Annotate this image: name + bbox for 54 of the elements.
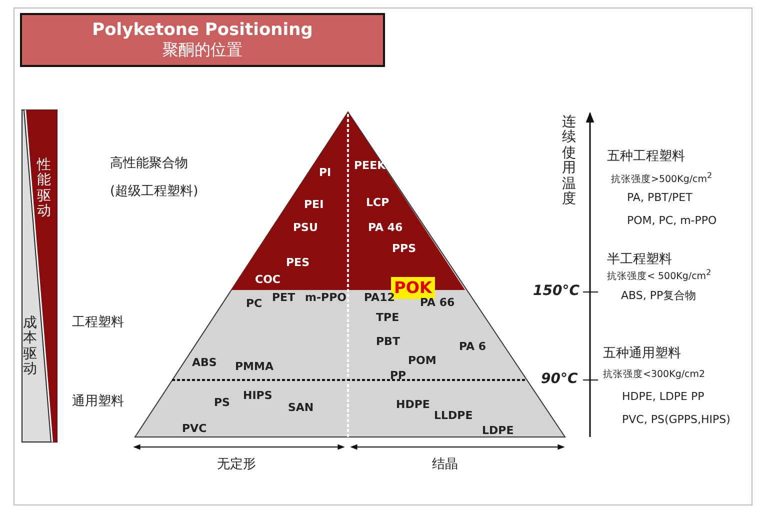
tick-label: 90°C bbox=[541, 372, 578, 388]
material-label: PEI bbox=[304, 199, 324, 212]
group-heading: 半工程塑料 bbox=[607, 253, 672, 268]
material-label: PA 46 bbox=[368, 222, 403, 234]
material-label: PA 66 bbox=[420, 297, 455, 310]
material-label: PBT bbox=[376, 336, 400, 348]
axis-title: 性能驱动 bbox=[37, 158, 51, 220]
material-label: TPE bbox=[376, 312, 400, 324]
highlight-label: POK bbox=[394, 278, 432, 298]
material-label: LCP bbox=[366, 197, 390, 210]
material-list: HDPE, LDPE PP bbox=[622, 391, 704, 404]
strength-note: 抗张强度>500Kg/cm$^{2}$ bbox=[611, 172, 712, 186]
material-label: PPS bbox=[392, 243, 416, 256]
axis-label: 结晶 bbox=[432, 458, 458, 472]
material-label: LDPE bbox=[482, 425, 514, 438]
material-label: PMMA bbox=[235, 361, 274, 374]
material-label: PC bbox=[246, 298, 262, 310]
axis-title: 成本驱动 bbox=[23, 316, 37, 378]
material-label: PVC bbox=[182, 423, 207, 436]
material-list: POM, PC, m-PPO bbox=[627, 215, 717, 228]
material-label: PI bbox=[319, 167, 332, 180]
material-list: PA, PBT/PET bbox=[627, 192, 692, 204]
material-label: PSU bbox=[293, 222, 318, 234]
material-label: HIPS bbox=[243, 390, 272, 402]
axis-label: 无定形 bbox=[217, 458, 256, 472]
title-text: Polyketone Positioning bbox=[92, 21, 313, 41]
material-label: PES bbox=[286, 257, 310, 270]
group-heading: 五种通用塑料 bbox=[603, 347, 681, 362]
axis-title: 连续使用温度 bbox=[562, 115, 576, 208]
material-label: m-PPO bbox=[305, 292, 347, 304]
material-label: PEEK bbox=[354, 160, 386, 172]
material-label: PA 6 bbox=[459, 341, 486, 354]
material-label: HDPE bbox=[396, 399, 430, 412]
material-label: COC bbox=[255, 274, 280, 286]
material-label: POM bbox=[408, 355, 436, 368]
material-label: ABS bbox=[192, 357, 217, 370]
category-label: 工程塑料 bbox=[72, 316, 124, 330]
material-list: PVC, PS(GPPS,HIPS) bbox=[622, 414, 730, 426]
category-label: (超级工程塑料) bbox=[110, 185, 198, 200]
title-banner bbox=[20, 13, 385, 67]
material-list: ABS, PP复合物 bbox=[621, 290, 696, 302]
material-label: SAN bbox=[288, 402, 314, 414]
category-label: 通用塑料 bbox=[72, 395, 124, 410]
group-heading: 五种工程塑料 bbox=[607, 150, 685, 164]
subtitle-text: 聚酮的位置 bbox=[162, 40, 242, 59]
material-label: PP bbox=[390, 370, 406, 382]
strength-note: 抗张强度<300Kg/cm2 bbox=[603, 370, 706, 380]
category-label: 高性能聚合物 bbox=[110, 157, 188, 172]
material-label: PA12 bbox=[364, 292, 395, 304]
material-label: PS bbox=[214, 397, 230, 410]
tick-label: 150°C bbox=[533, 284, 580, 300]
material-label: LLDPE bbox=[434, 410, 473, 422]
strength-note: 抗张强度< 500Kg/cm$^{2}$ bbox=[607, 269, 712, 283]
material-label: PET bbox=[272, 292, 296, 304]
